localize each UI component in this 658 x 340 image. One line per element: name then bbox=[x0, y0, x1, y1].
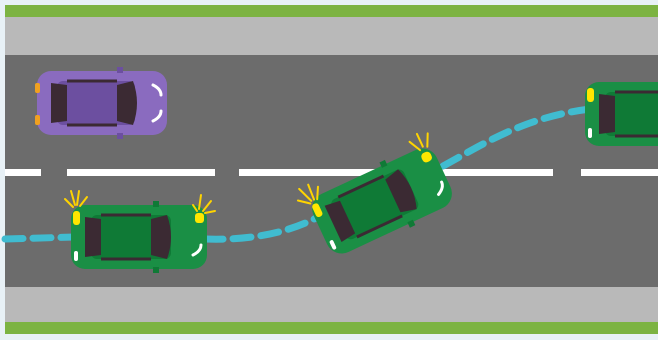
rear-window bbox=[51, 83, 67, 123]
lane-dash bbox=[581, 169, 658, 176]
lane-dash bbox=[239, 169, 379, 176]
windshield bbox=[117, 81, 137, 125]
rear-window bbox=[599, 94, 615, 134]
tail-light bbox=[74, 251, 78, 261]
top-sidewalk bbox=[5, 17, 658, 55]
indicator-light bbox=[73, 211, 80, 225]
indicator-light bbox=[587, 88, 594, 102]
rear-window bbox=[85, 217, 101, 257]
lane-dash bbox=[67, 169, 215, 176]
mirror bbox=[153, 267, 159, 273]
bottom-grass-strip bbox=[5, 322, 658, 334]
top-grass-strip bbox=[5, 5, 658, 17]
mirror bbox=[117, 67, 123, 73]
lane-dash bbox=[435, 169, 553, 176]
tail-light bbox=[35, 83, 40, 93]
mirror bbox=[117, 133, 123, 139]
tail-light bbox=[588, 128, 592, 138]
mirror bbox=[153, 201, 159, 207]
green-car-end bbox=[585, 82, 658, 146]
indicator-light bbox=[195, 213, 204, 223]
tail-light bbox=[35, 115, 40, 125]
purple-car bbox=[35, 67, 167, 139]
bottom-sidewalk bbox=[5, 287, 658, 322]
windshield bbox=[151, 215, 171, 259]
lane-dash bbox=[5, 169, 41, 176]
